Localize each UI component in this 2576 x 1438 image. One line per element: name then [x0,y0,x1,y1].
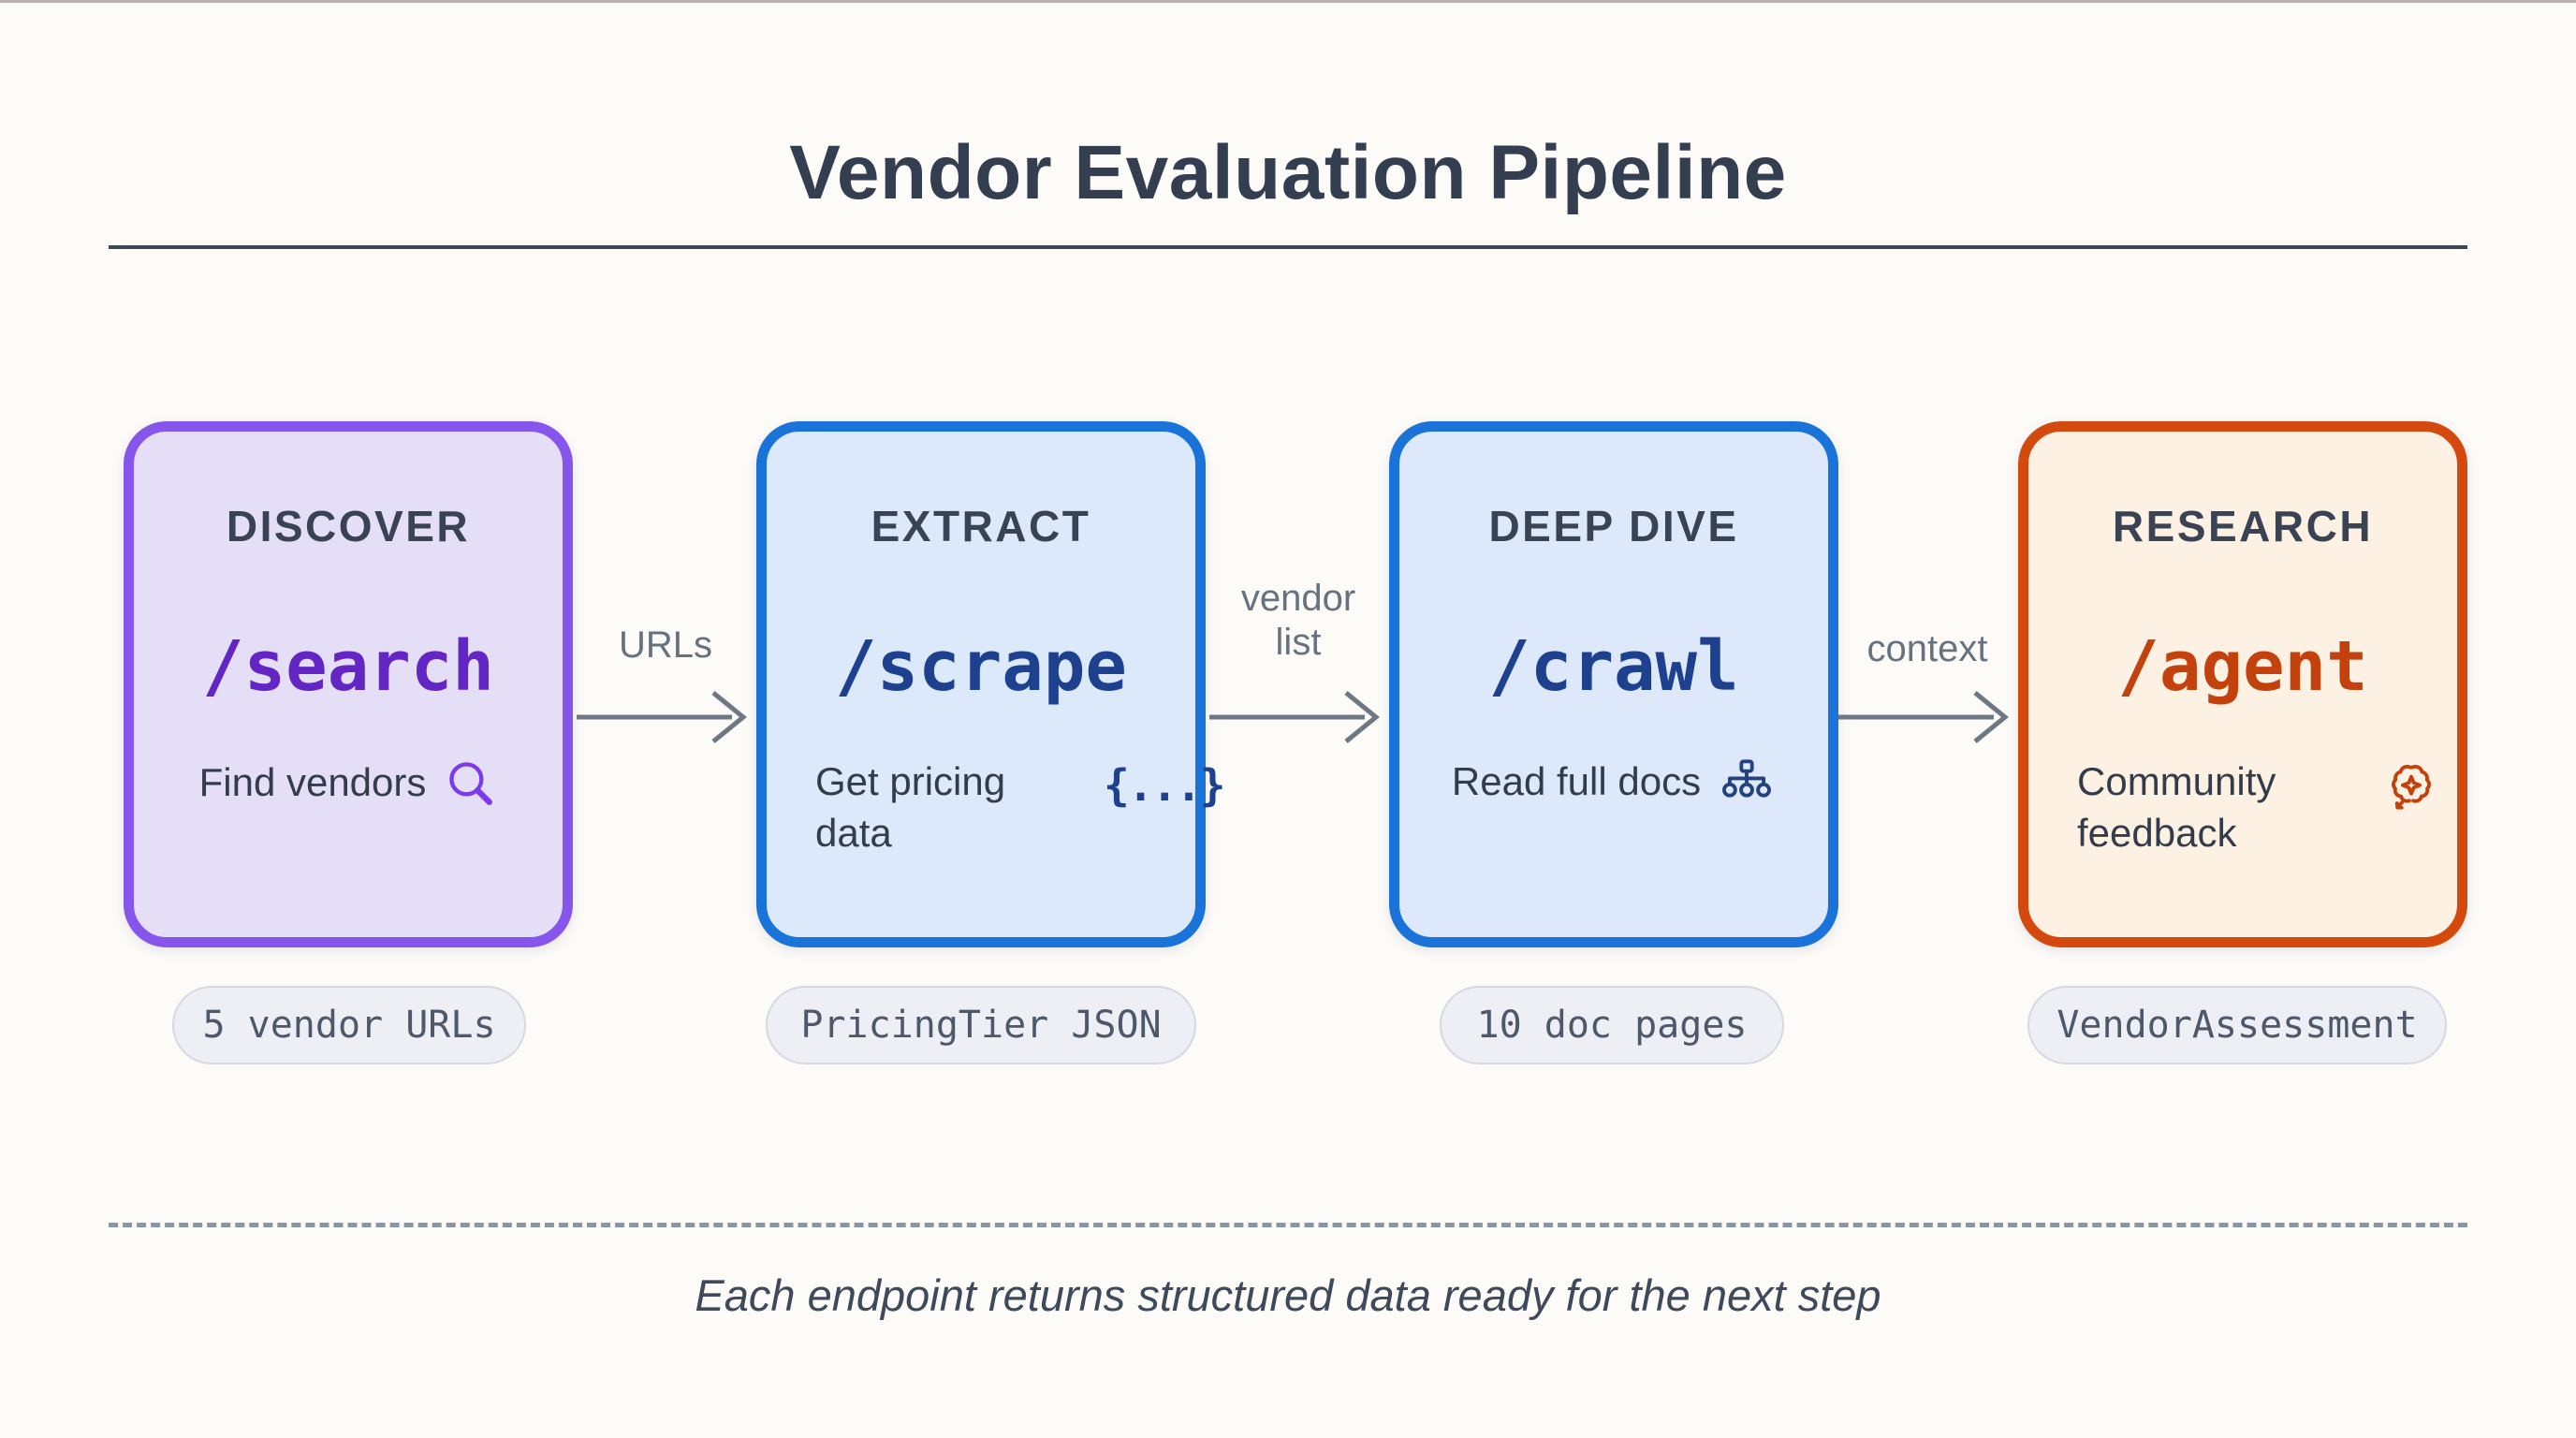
flow-arrow [577,691,747,743]
page-title: Vendor Evaluation Pipeline [789,130,1787,215]
output-badge-scrape: PricingTier JSON [766,986,1196,1064]
step-description: Read full docs [1452,756,1776,808]
endpoint-label: /crawl [1488,626,1739,707]
stage-label: DEEP DIVE [1488,502,1739,550]
brain-sparkle-icon [2382,757,2440,815]
step-description-text: Get pricing data [815,759,1006,856]
sitemap-icon [1718,756,1776,808]
title-underline [109,245,2467,249]
footer-divider [109,1223,2467,1227]
arrow-label: vendor list [1240,578,1356,664]
step-box-discover: DISCOVER /search Find vendors [124,421,573,947]
step-box-research: RESEARCH /agent Community feedback [2018,421,2467,947]
arrow-label: context [1866,628,1988,669]
output-badge-crawl: 10 doc pages [1440,986,1784,1064]
step-description: Community feedback [2077,756,2440,859]
output-badge-search: 5 vendor URLs [172,986,526,1064]
endpoint-label: /agent [2117,626,2368,707]
step-description-text: Community feedback [2077,759,2276,856]
step-description: Get pricing data {...} [815,756,1225,859]
stage-label: DISCOVER [226,502,471,550]
output-badge-agent: VendorAssessment [2027,986,2447,1064]
json-braces-icon: {...} [1104,760,1225,811]
stage-label: EXTRACT [871,502,1091,550]
endpoint-label: /scrape [835,626,1127,707]
step-box-deep-dive: DEEP DIVE /crawl Read full docs [1389,421,1838,947]
top-edge-artifact [0,0,2576,3]
step-description-text: Read full docs [1451,759,1702,804]
flow-arrow [1209,691,1380,743]
arrow-label: URLs [618,624,713,666]
step-description: Find vendors [199,756,498,810]
footer-note: Each endpoint returns structured data re… [695,1270,1881,1320]
flow-arrow [1838,691,2009,743]
endpoint-label: /search [202,626,494,707]
magnifier-icon [443,756,497,810]
step-description-text: Find vendors [198,760,427,805]
step-box-extract: EXTRACT /scrape Get pricing data {...} [756,421,1225,947]
stage-label: RESEARCH [2112,502,2374,550]
